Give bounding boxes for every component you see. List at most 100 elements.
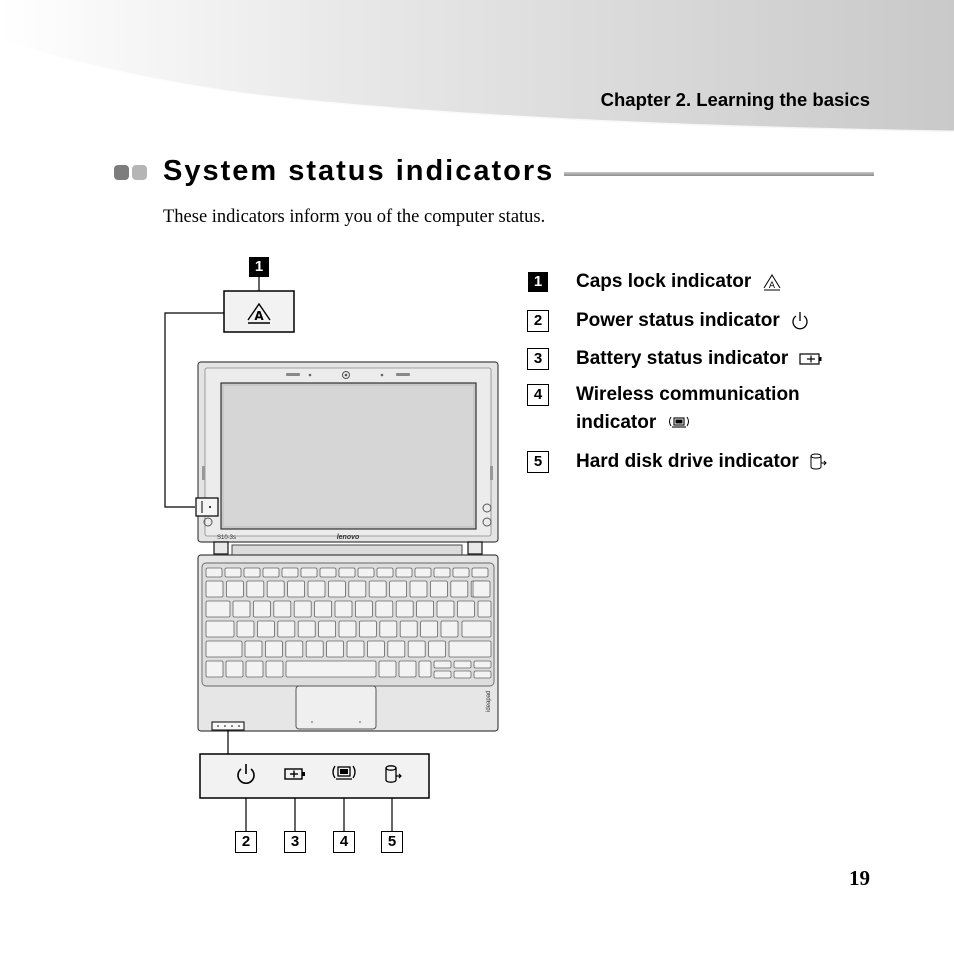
page-number: 19: [849, 866, 870, 890]
keyboard-key: [471, 567, 489, 578]
brand-logo: lenovo: [337, 534, 360, 541]
keyboard-key: [357, 567, 375, 578]
keyboard-key: [414, 567, 432, 578]
keyboard-key: [473, 670, 492, 679]
keyboard-key: [375, 600, 394, 618]
keyboard-key: [433, 567, 451, 578]
legend-label: Battery status indicator: [576, 348, 789, 369]
keyboard-key: [205, 580, 224, 598]
keyboard-key: [354, 600, 373, 618]
model-label: S10-3s: [217, 535, 236, 541]
keyboard-key: [395, 567, 413, 578]
section-title-row: System status indicators: [114, 155, 874, 191]
keyboard-key: [428, 640, 447, 658]
keyboard-key: [452, 567, 470, 578]
keyboard-key: [409, 580, 428, 598]
keyboard-key: [293, 600, 312, 618]
figure-callout-4: 4: [333, 831, 355, 853]
keyboard-key: [348, 580, 367, 598]
keyboard-key: [314, 600, 333, 618]
keyboard-key: [420, 620, 439, 638]
keyboard-key: [264, 640, 283, 658]
legend-number: 5: [527, 451, 549, 473]
figure-callout-2: 2: [235, 831, 257, 853]
keyboard-key: [368, 580, 387, 598]
keyboard-key: [319, 567, 337, 578]
keyboard-key: [205, 567, 223, 578]
keyboard-key: [285, 660, 377, 678]
keyboard-key: [236, 620, 255, 638]
keyboard-key: [300, 567, 318, 578]
keyboard-key: [232, 600, 251, 618]
intro-text: These indicators inform you of the compu…: [163, 207, 546, 227]
hard-disk-icon: [810, 453, 827, 470]
power-callout-icon: [237, 764, 255, 784]
figure-callout-1: 1: [249, 257, 269, 277]
keyboard-key: [473, 660, 492, 669]
keyboard-key: [379, 620, 398, 638]
keyboard-key: [429, 580, 448, 598]
keyboard-key: [266, 580, 285, 598]
keyboard-key: [366, 640, 385, 658]
keyboard-key: [245, 660, 264, 678]
keyboard-key: [246, 580, 265, 598]
keyboard-key: [205, 600, 231, 618]
keyboard-key: [307, 580, 326, 598]
keyboard-key: [244, 640, 263, 658]
keyboard-key: [338, 567, 356, 578]
svg-text:A: A: [768, 281, 775, 291]
legend-number: 2: [527, 310, 549, 332]
keyboard-key: [277, 620, 296, 638]
wireless-icon: [668, 416, 689, 428]
keyboard-key: [456, 600, 475, 618]
keyboard-key: [262, 567, 280, 578]
legend-label: Hard disk drive indicator: [576, 451, 799, 472]
keyboard-key: [326, 640, 345, 658]
keyboard-key: [318, 620, 337, 638]
battery-icon: [798, 353, 822, 365]
keyboard-key: [416, 600, 435, 618]
keyboard-key: [225, 660, 244, 678]
figure-callout-3: 3: [284, 831, 306, 853]
keyboard-key: [205, 640, 243, 658]
hard-disk-callout-icon: [385, 765, 402, 783]
keyboard-key: [265, 660, 284, 678]
legend-label: Caps lock indicator: [576, 271, 752, 292]
wireless-callout-icon: [332, 765, 356, 780]
keyboard-key: [453, 670, 472, 679]
keyboard-key: [338, 620, 357, 638]
keyboard-key: [305, 640, 324, 658]
keyboard-key: [205, 660, 224, 678]
keyboard-key: [205, 620, 235, 638]
keyboard-key: [448, 640, 492, 658]
legend-label-line1: Wireless communication: [576, 384, 800, 405]
keyboard-key: [358, 620, 377, 638]
keyboard-key: [440, 620, 459, 638]
status-callout-box: [199, 753, 430, 799]
keyboard-key: [398, 660, 417, 678]
keyboard-key: [399, 620, 418, 638]
section-title: System status indicators: [163, 155, 555, 187]
legend-label-line2: indicator: [576, 412, 657, 433]
keyboard-key: [224, 567, 242, 578]
keyboard-key: [327, 580, 346, 598]
legend-label: Power status indicator: [576, 310, 780, 331]
keyboard: [205, 567, 492, 679]
keyboard-key: [477, 600, 492, 618]
keyboard-key: [418, 660, 432, 678]
keyboard-key: [387, 640, 406, 658]
keyboard-key: [436, 600, 455, 618]
keyboard-key: [395, 600, 414, 618]
chapter-heading: Chapter 2. Learning the basics: [600, 89, 870, 110]
legend-number: 4: [527, 384, 549, 406]
keyboard-key: [252, 600, 271, 618]
keyboard-key: [281, 567, 299, 578]
keyboard-key: [472, 580, 491, 598]
keyboard-key: [243, 567, 261, 578]
keyboard-key: [334, 600, 353, 618]
keyboard-key: [285, 640, 304, 658]
title-rule: [564, 172, 874, 176]
legend-number: 1: [528, 272, 548, 292]
keyboard-key: [433, 660, 452, 669]
